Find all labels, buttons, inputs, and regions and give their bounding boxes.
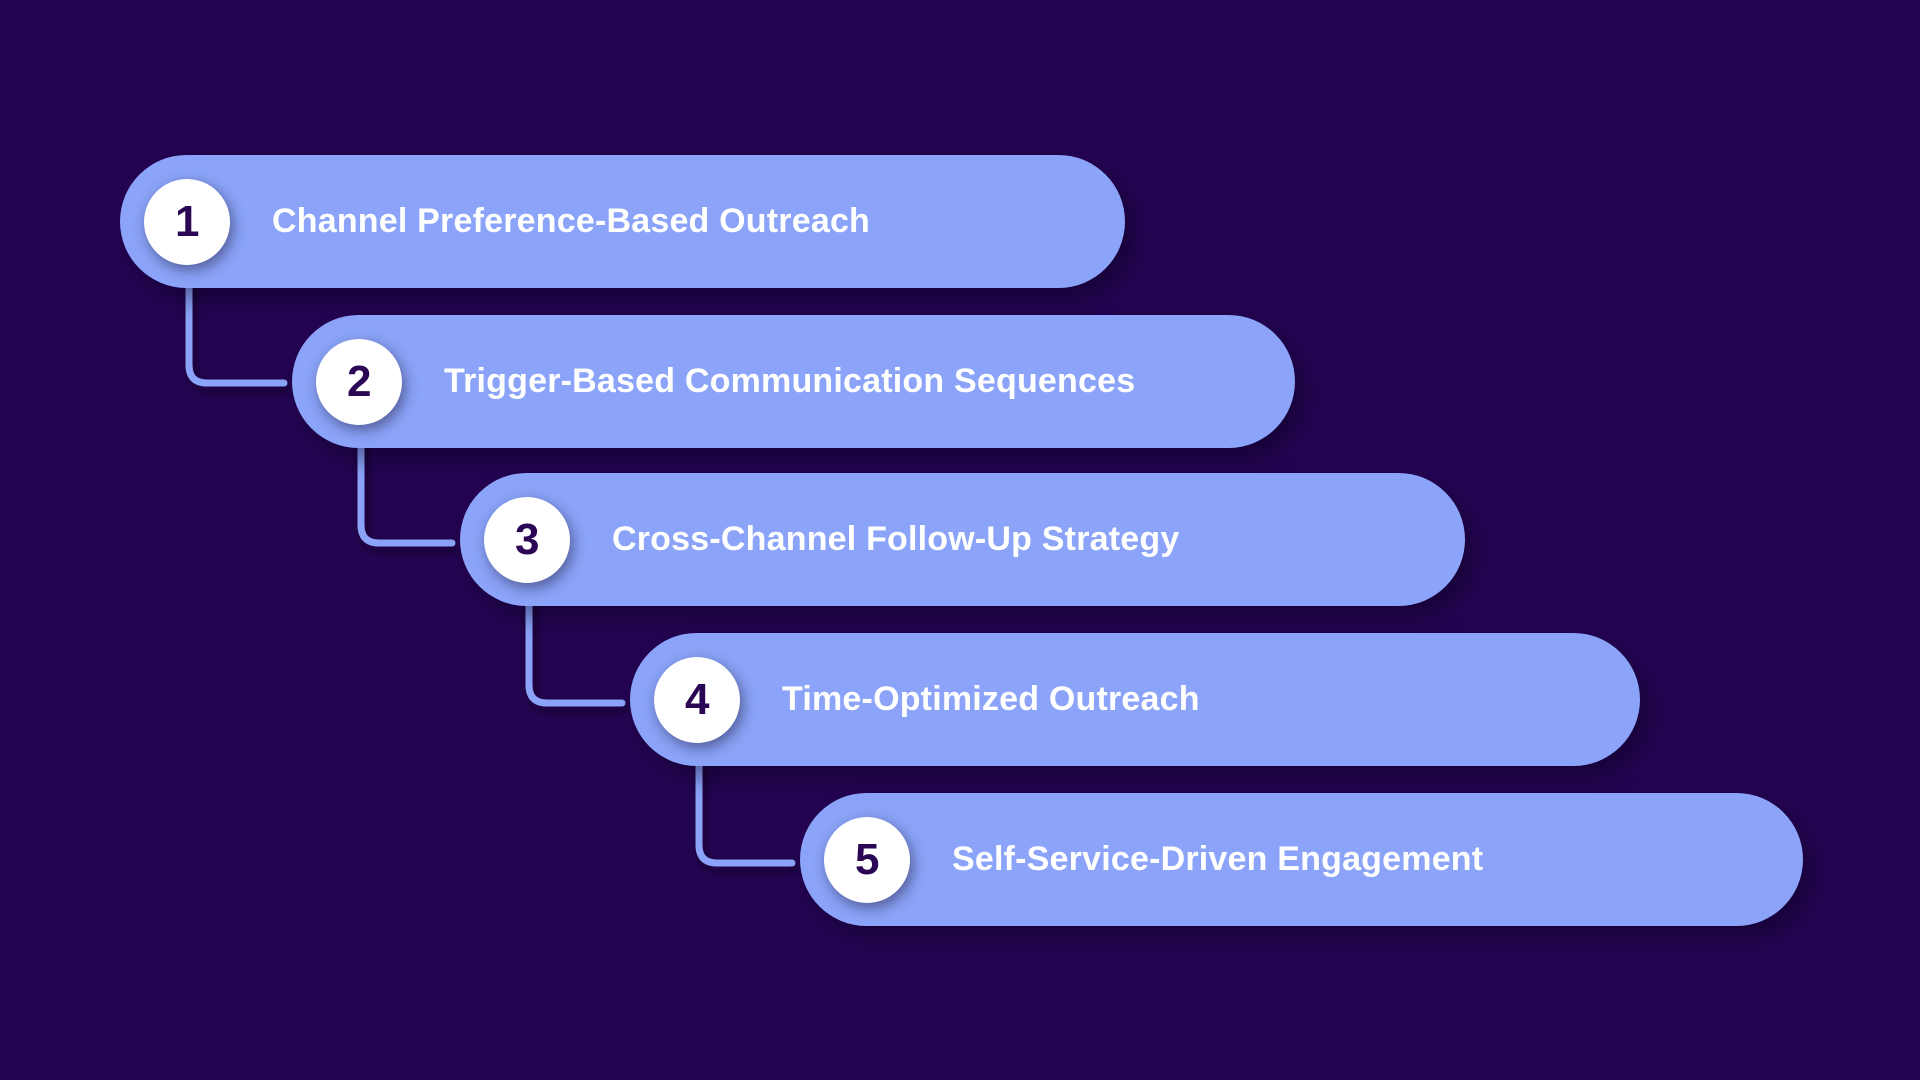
step-badge-4: 4 [654, 656, 740, 743]
step-number-3: 3 [515, 514, 539, 564]
step-badge-1: 1 [144, 178, 230, 265]
step-number-2: 2 [347, 356, 371, 406]
step-label-2: Trigger-Based Communication Sequences [444, 362, 1136, 400]
step-number-4: 4 [685, 674, 709, 724]
step-number-5: 5 [855, 834, 879, 884]
step-label-1: Channel Preference-Based Outreach [272, 202, 871, 240]
step-row-4[interactable]: 4 Time-Optimized Outreach [630, 633, 1640, 766]
step-badge-3: 3 [484, 496, 570, 583]
step-label-4: Time-Optimized Outreach [782, 680, 1200, 718]
step-row-3[interactable]: 3 Cross-Channel Follow-Up Strategy [460, 473, 1465, 606]
step-badge-2: 2 [316, 338, 402, 425]
step-number-1: 1 [175, 196, 199, 246]
step-row-5[interactable]: 5 Self-Service-Driven Engagement [800, 793, 1803, 926]
step-row-1[interactable]: 1 Channel Preference-Based Outreach [120, 155, 1125, 288]
step-row-2[interactable]: 2 Trigger-Based Communication Sequences [292, 315, 1295, 448]
step-label-5: Self-Service-Driven Engagement [952, 840, 1484, 878]
step-badge-5: 5 [824, 816, 910, 903]
step-label-3: Cross-Channel Follow-Up Strategy [612, 520, 1180, 558]
